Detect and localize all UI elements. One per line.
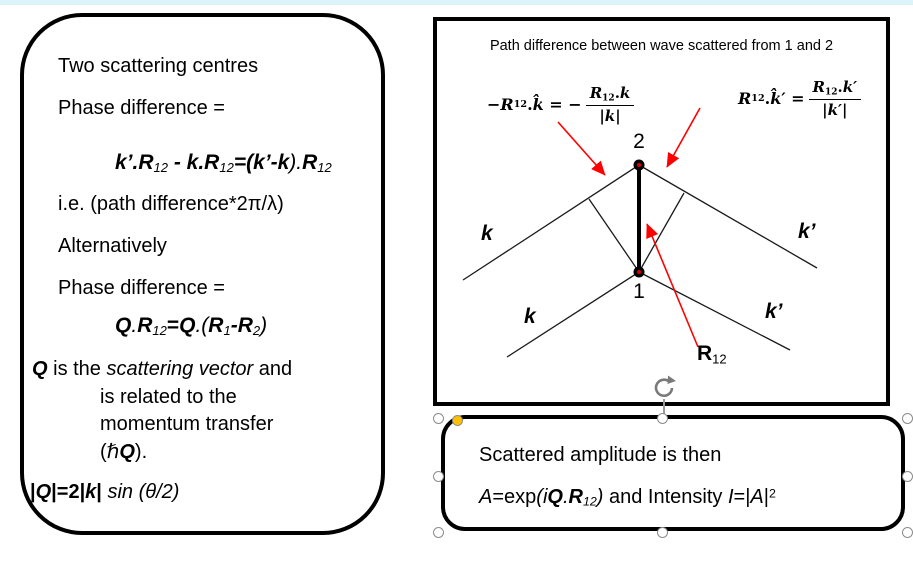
selection-handle-middle-right[interactable]: [902, 471, 913, 482]
label-r12-subscript: 12: [712, 351, 727, 367]
selection-handle-top-left[interactable]: [433, 413, 444, 424]
line-path-difference: i.e. (path difference*2π/λ): [58, 193, 284, 215]
label-k-upper: k: [481, 222, 493, 245]
formula-left-denominator: |k|: [599, 106, 621, 125]
label-k-lower: k: [524, 305, 536, 328]
selected-text-box[interactable]: Scattered amplitude is then A=exp(iQ.R12…: [441, 415, 905, 531]
formula-right-denominator: |k′|: [822, 100, 848, 119]
line-hbar-q: (ℏQ).: [100, 441, 148, 463]
scatter-point-1-core: [637, 270, 641, 274]
formula-q-magnitude: |Q|=2|k| sin (θ/2): [30, 481, 180, 503]
line-alternatively: Alternatively: [58, 235, 167, 257]
selection-handle-middle-left[interactable]: [433, 471, 444, 482]
left-text-box[interactable]: Two scattering centres Phase difference …: [20, 13, 385, 535]
line-scattered-amplitude: Scattered amplitude is then: [479, 444, 722, 466]
rotate-handle-connector: [663, 399, 665, 414]
label-point-1: 1: [633, 280, 645, 303]
label-k-prime-lower: k’: [765, 300, 783, 323]
k-ray-lower: [506, 271, 640, 358]
wave-rays: [462, 164, 818, 358]
top-accent-strip: [0, 0, 913, 5]
diagram-canvas: [462, 107, 818, 358]
red-arrow-r12: [646, 223, 699, 348]
line-momentum-transfer: momentum transfer: [100, 413, 274, 435]
perpendicular-right: [638, 192, 685, 273]
label-k-prime-upper: k’: [798, 220, 816, 243]
line-scattering-vector: Q is the scattering vector and: [32, 358, 293, 380]
scatter-point-2-core: [637, 163, 641, 167]
diagram-title: Path difference between wave scattered f…: [489, 38, 834, 54]
formula-right-numerator: R12.k′: [808, 78, 862, 100]
selection-handle-bottom-center[interactable]: [657, 527, 668, 538]
line-amplitude-intensity: A=exp(iQ.R12) and Intensity I=|A|2: [479, 486, 776, 509]
selection-handle-top-right[interactable]: [902, 413, 913, 424]
formula-q-r12: Q.R12=Q.(R1-R2): [115, 314, 268, 338]
selection-handle-bottom-right[interactable]: [902, 527, 913, 538]
adjust-handle-yellow[interactable]: [452, 415, 463, 426]
red-arrow-right: [666, 107, 701, 168]
diagram-box[interactable]: Path difference between wave scattered f…: [433, 17, 890, 406]
rotate-handle-icon[interactable]: [651, 373, 679, 401]
label-point-2: 2: [633, 130, 645, 153]
formula-k-prime-r12: k’.R12 - k.R12=(k’-k).R12: [115, 151, 332, 175]
formula-right-fraction: R12.k′ |k′|: [808, 78, 862, 119]
red-arrow-left: [557, 121, 606, 176]
k-prime-ray-lower: [638, 271, 791, 351]
label-r12-base: R: [697, 342, 713, 365]
line-phase-difference-1: Phase difference =: [58, 97, 225, 119]
selection-handle-bottom-left[interactable]: [433, 527, 444, 538]
formula-left-fraction: R12.k |k|: [585, 84, 635, 125]
line-is-related: is related to the: [100, 386, 237, 408]
line-two-scattering-centres: Two scattering centres: [58, 55, 259, 77]
line-phase-difference-2: Phase difference =: [58, 277, 225, 299]
formula-left-numerator: R12.k: [585, 84, 635, 106]
k-ray-upper: [462, 164, 640, 281]
selection-handle-top-center[interactable]: [657, 413, 668, 424]
label-r12: R12: [697, 342, 727, 366]
red-annotation-arrows: [557, 107, 701, 348]
k-prime-ray-upper: [638, 164, 818, 269]
perpendicular-left: [588, 198, 640, 273]
scatter-points: [633, 159, 645, 278]
